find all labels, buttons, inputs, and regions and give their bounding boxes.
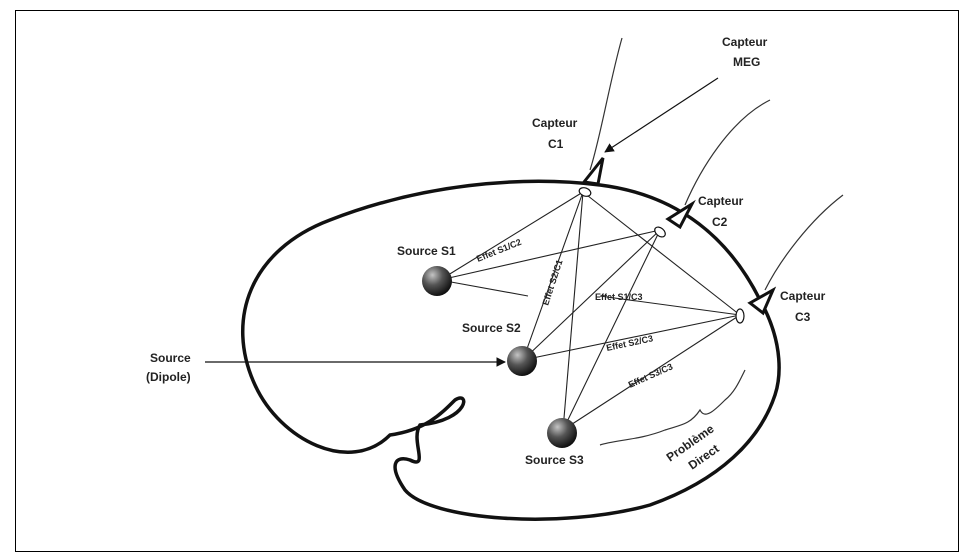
source-s1-sphere — [422, 266, 452, 296]
direct-problem-brace — [599, 369, 746, 446]
sensor-meg-label-1: Capteur — [722, 35, 768, 49]
source-s3-sphere — [547, 418, 577, 448]
line-c1-c3 — [582, 191, 741, 316]
sensor-c2-triangle — [665, 199, 696, 230]
sensor-c1-contact — [578, 187, 592, 197]
sensor-meg-label-2: MEG — [733, 55, 760, 69]
line-s1-c2 — [439, 229, 661, 281]
line-s1-c3 — [439, 279, 529, 297]
meg-pointer-arrow — [604, 77, 719, 153]
effect-s3-c3-label: Effet S3/C3 — [627, 361, 674, 389]
sensor-c3-cable — [764, 194, 844, 291]
source-s2-sphere — [507, 346, 537, 376]
effect-s1-c3-label: Effet S1/C3 — [595, 292, 643, 302]
sensor-c3-contact — [735, 308, 745, 324]
effect-lines — [439, 191, 741, 431]
sensor-c1-cable — [589, 37, 623, 171]
head-outline — [241, 179, 781, 521]
dipole-label-2: (Dipole) — [146, 370, 191, 384]
effect-s1-c2-label: Effet S1/C2 — [475, 237, 523, 264]
line-s3-c3 — [562, 314, 741, 431]
sensor-c2-contact — [654, 226, 666, 238]
sensor-c2-cable — [684, 99, 771, 206]
sensor-c1-label-1: Capteur — [532, 116, 578, 130]
line-s1c3-to-c3 — [599, 295, 741, 316]
sensor-c1-triangle — [581, 157, 605, 186]
dipole-label-1: Source — [150, 351, 191, 365]
sensor-c3-label-1: Capteur — [780, 289, 826, 303]
source-s1-label: Source S1 — [397, 244, 456, 258]
sensor-c2-label-2: C2 — [712, 215, 728, 229]
sensor-c1-label-2: C1 — [548, 137, 564, 151]
effect-s2-c1-label: Effet S2/C1 — [540, 258, 564, 306]
line-s3-c1 — [562, 191, 584, 431]
source-s2-label: Source S2 — [462, 321, 521, 335]
line-s3-c2 — [562, 229, 661, 431]
line-s1-c1 — [439, 191, 584, 281]
line-s2-c3 — [522, 314, 741, 361]
sensor-c3-label-2: C3 — [795, 310, 811, 324]
source-s3-label: Source S3 — [525, 453, 584, 467]
line-s2-c1 — [522, 191, 584, 361]
sensor-c2-label-1: Capteur — [698, 194, 744, 208]
figure-frame — [15, 10, 959, 552]
sensor-c3-triangle — [747, 286, 777, 316]
effect-s2-c3-label: Effet S2/C3 — [605, 333, 654, 353]
line-s2-c2 — [522, 229, 661, 361]
